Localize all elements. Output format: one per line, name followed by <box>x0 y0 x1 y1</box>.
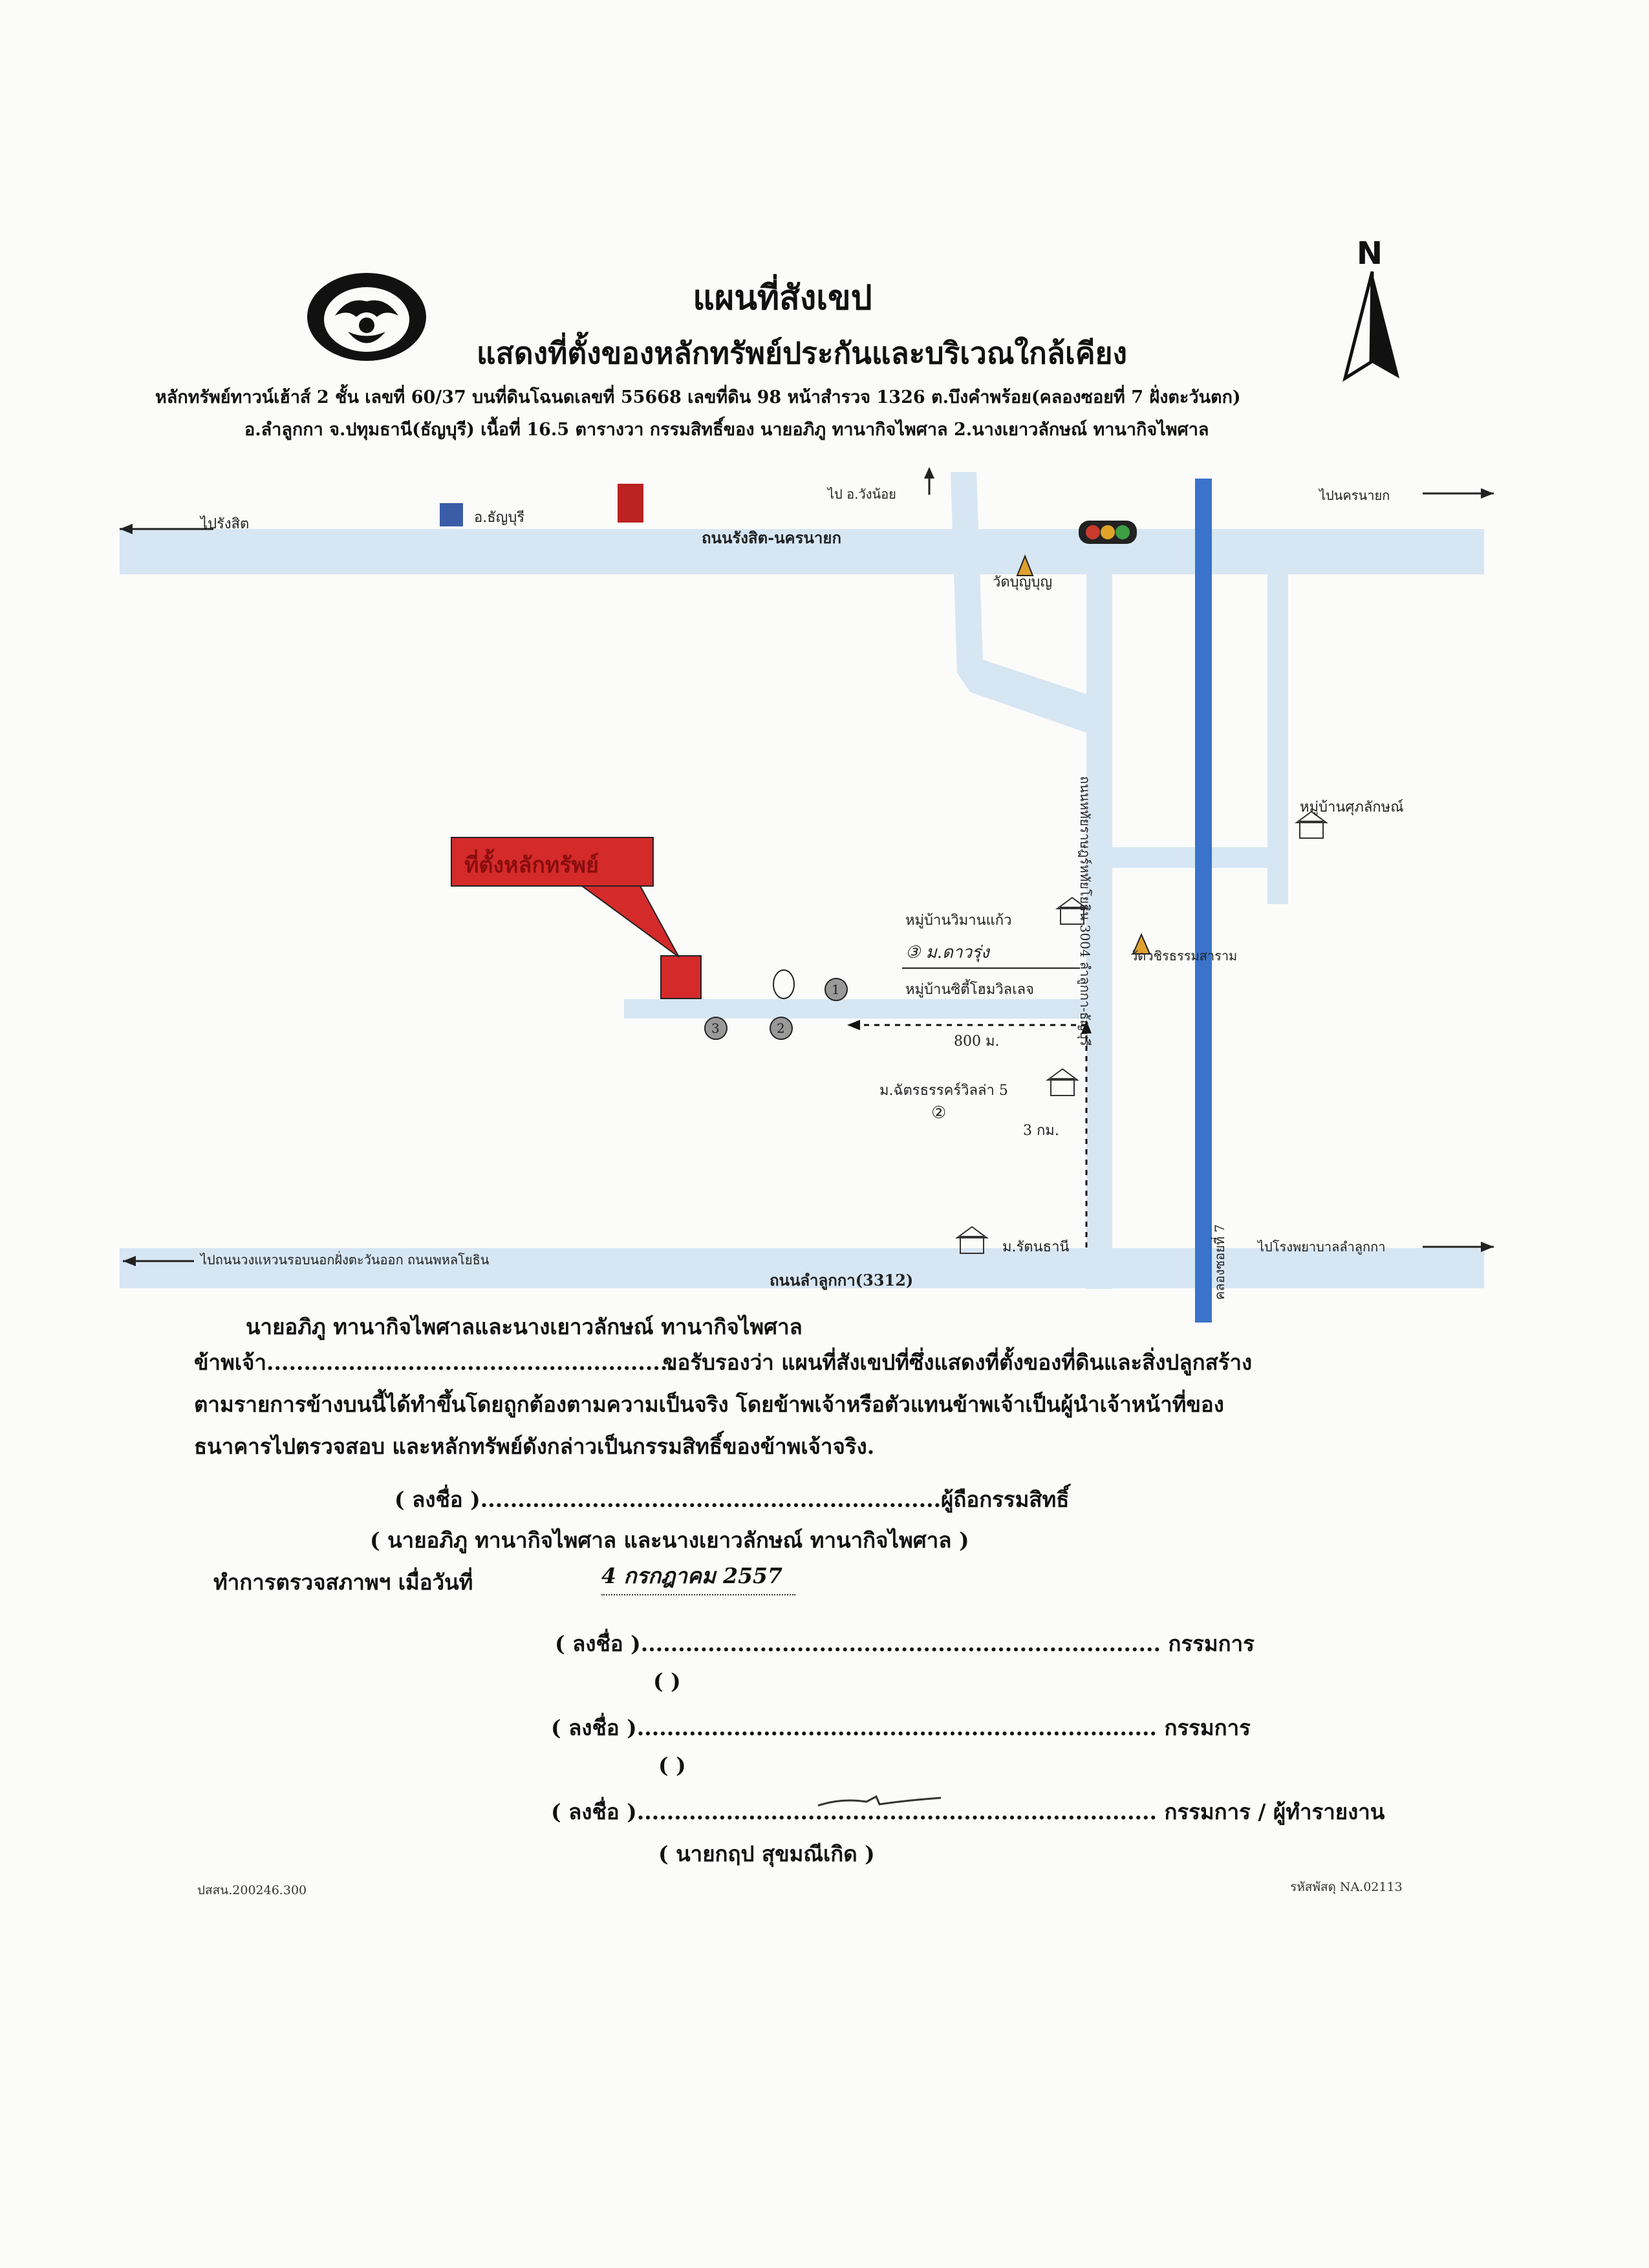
traffic-light-icon <box>1079 521 1137 544</box>
owner-signature-line: ( ลงชื่อ )..............................… <box>394 1487 1070 1512</box>
cert-line2: ตามรายการข้างบนนี้ได้ทำขึ้นโดยถูกต้องตาม… <box>194 1392 1224 1417</box>
marker-label-1: 1 <box>832 982 840 997</box>
temple-icon <box>1132 933 1151 955</box>
label-village-vimankaew: หมู่บ้านวิมานแก้ว <box>905 913 1012 929</box>
property-pointer <box>579 885 680 958</box>
label-village-chatra: ม.ฉัตรธรรคร์วิลล่า 5 <box>879 1083 1008 1099</box>
marker-label-3: 3 <box>711 1021 720 1036</box>
label-wat: วัดบุญบุญ <box>993 574 1053 590</box>
soi-to-property <box>624 999 1086 1019</box>
property-location-marker <box>660 955 702 999</box>
house-icon-sukalak <box>1294 810 1329 839</box>
road-right <box>1267 529 1288 904</box>
footer-right-code: รหัสพัสดุ NA.02113 <box>1290 1880 1403 1894</box>
road-rangsit-nakhonnayok <box>120 529 1484 574</box>
committee2-signature: ( ลงชื่อ )..............................… <box>551 1715 1251 1740</box>
cert-line1-prefix: ข้าพเจ้า................................… <box>194 1350 675 1375</box>
label-village-city: หมู่บ้านซิตี้โฮมวิลเลจ <box>905 982 1035 998</box>
label-thanyaburi: อ.ธัญบุรี <box>474 510 525 526</box>
label-canal: คลองซอยที่ 7 <box>1212 1224 1227 1300</box>
label-dist-800: 800 ม. <box>954 1033 1000 1050</box>
committee3-signature: ( ลงชื่อ )..............................… <box>551 1799 1385 1824</box>
label-to-nakhonnayok: ไปนครนายก <box>1319 488 1390 503</box>
district-office-icon <box>440 503 463 526</box>
road-vertical-3004 <box>1086 529 1112 1289</box>
label-wat-right: วัดวชิรธรรมสาราม <box>1130 948 1238 964</box>
cert-owners: นายอภิภู ทานากิจไพศาลและนางเยาวลักษณ์ ทา… <box>246 1314 803 1339</box>
header-line-2: อ.ลำลูกกา จ.ปทุมธานี(ธัญบุรี) เนื้อที่ 1… <box>244 420 1209 440</box>
house-icon-rattana <box>954 1226 989 1254</box>
label-to-ringroad: ไปถนนวงแหวนรอบนอกฝั่งตะวันออก ถนนพหลโยธิ… <box>200 1252 490 1268</box>
cert-line3: ธนาคารไปตรวจสอบ และหลักทรัพย์ดังกล่าวเป็… <box>194 1434 875 1459</box>
label-note-3: ③ ม.ดาวรุ่ง <box>905 943 989 962</box>
marker-label-2: 2 <box>777 1021 785 1036</box>
marker-circle-3 <box>704 1017 727 1040</box>
label-road-lamlukka: ถนนลำลูกกา(3312) <box>770 1271 914 1290</box>
label-road-vertical: ถนนหทัยราษฎร์หทัยโยธิน 3004 ลำลูกกา-ธัญบ… <box>1077 776 1093 1046</box>
cert-line1-rest: ขอรับรองว่า แผนที่สังเขปที่ซึ่งแสดงที่ตั… <box>663 1350 1253 1375</box>
committee2-name: ( ) <box>658 1753 686 1778</box>
header-line-1: หลักทรัพย์ทาวน์เฮ้าส์ 2 ชั้น เลขที่ 60/3… <box>155 387 1241 407</box>
road-diagonal <box>951 472 1099 737</box>
label-to-rangsit: ไปรังสิต <box>200 516 250 532</box>
label-property-flag: ที่ตั้งหลักทรัพย์ <box>464 852 599 878</box>
label-note-2: ② <box>931 1103 947 1123</box>
house-icon-vimankaew <box>1055 896 1090 925</box>
house-icon-chatra <box>1045 1068 1080 1096</box>
flag-icon <box>618 484 643 523</box>
label-to-wangnoi: ไป อ.วังน้อย <box>828 486 896 502</box>
label-dist-3km: 3 กม. <box>1023 1123 1059 1139</box>
canal-khlong-7 <box>1195 479 1212 1323</box>
handwritten-signature <box>815 1791 944 1811</box>
handwritten-circle-1 <box>773 969 795 999</box>
temple-icon-top <box>1016 554 1034 576</box>
map-subtitle: แสดงที่ตั้งของหลักทรัพย์ประกันและบริเวณใ… <box>477 336 1127 371</box>
committee3-name: ( นายกฤป สุขมณีเกิด ) <box>658 1841 875 1866</box>
footer-left-code: ปสสน.200246.300 <box>197 1883 307 1897</box>
sketch-map: ไปรังสิต อ.ธัญบุรี ไป อ.วังน้อย ไปนครนาย… <box>0 453 1649 1326</box>
committee1-name: ( ) <box>653 1669 681 1694</box>
label-village-sukalak: หมู่บ้านศุภลักษณ์ <box>1300 799 1404 815</box>
committee1-signature: ( ลงชื่อ )..............................… <box>555 1631 1255 1656</box>
inspect-label: ทำการตรวจสภาพฯ เมื่อวันที่ <box>213 1570 473 1595</box>
compass-label: N <box>1357 235 1383 272</box>
north-arrow-icon: N <box>1332 233 1410 382</box>
inspect-date: 4 กรกฎาคม 2557 <box>601 1559 795 1595</box>
map-title: แผนที่สังเขป <box>693 278 872 318</box>
bank-logo <box>303 270 431 364</box>
label-village-rattana: ม.รัตนธานี <box>1002 1239 1070 1255</box>
marker-circle-2 <box>770 1017 793 1040</box>
marker-circle-1 <box>824 978 848 1001</box>
property-flag-box <box>451 837 654 887</box>
owner-names: ( นายอภิภู ทานากิจไพศาล และนางเยาวลักษณ์… <box>370 1528 969 1553</box>
label-road-rangsit: ถนนรังสิต-นครนายก <box>702 528 841 547</box>
label-to-hospital: ไปโรงพยาบาลลำลูกกา <box>1258 1239 1386 1255</box>
road-lamlukka <box>120 1248 1484 1288</box>
